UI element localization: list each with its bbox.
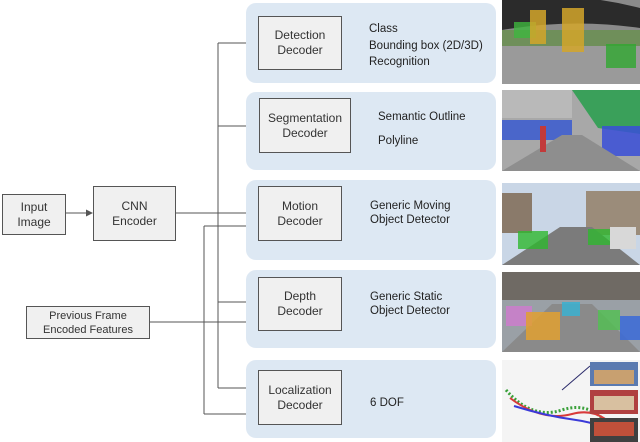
output-class-label: Class: [369, 23, 398, 35]
previous-frame-box: Previous Frame Encoded Features: [26, 306, 150, 339]
output-moving-object-label: Generic Moving Object Detector: [370, 200, 451, 226]
localization-decoder-box: Localization Decoder: [258, 370, 342, 425]
segmentation-decoder-box: Segmentation Decoder: [259, 98, 351, 153]
depth-decoder-box: Depth Decoder: [258, 277, 342, 331]
input-image-box: Input Image: [2, 194, 66, 235]
detection-decoder-box: Detection Decoder: [258, 16, 342, 70]
output-semantic-outline-label: Semantic Outline: [378, 111, 466, 123]
motion-example-image: [502, 183, 640, 265]
output-recognition-label: Recognition: [369, 56, 430, 68]
cnn-encoder-box: CNN Encoder: [93, 186, 176, 241]
output-static-object-label: Generic Static Object Detector: [370, 291, 450, 317]
localization-example-image: [502, 360, 640, 442]
motion-decoder-box: Motion Decoder: [258, 186, 342, 241]
output-polyline-label: Polyline: [378, 135, 419, 147]
segmentation-example-image: [502, 90, 640, 171]
detection-example-image: [502, 0, 640, 84]
output-6dof-label: 6 DOF: [370, 397, 404, 409]
depth-example-image: [502, 272, 640, 352]
output-bounding-box-label: Bounding box (2D/3D): [369, 40, 483, 52]
